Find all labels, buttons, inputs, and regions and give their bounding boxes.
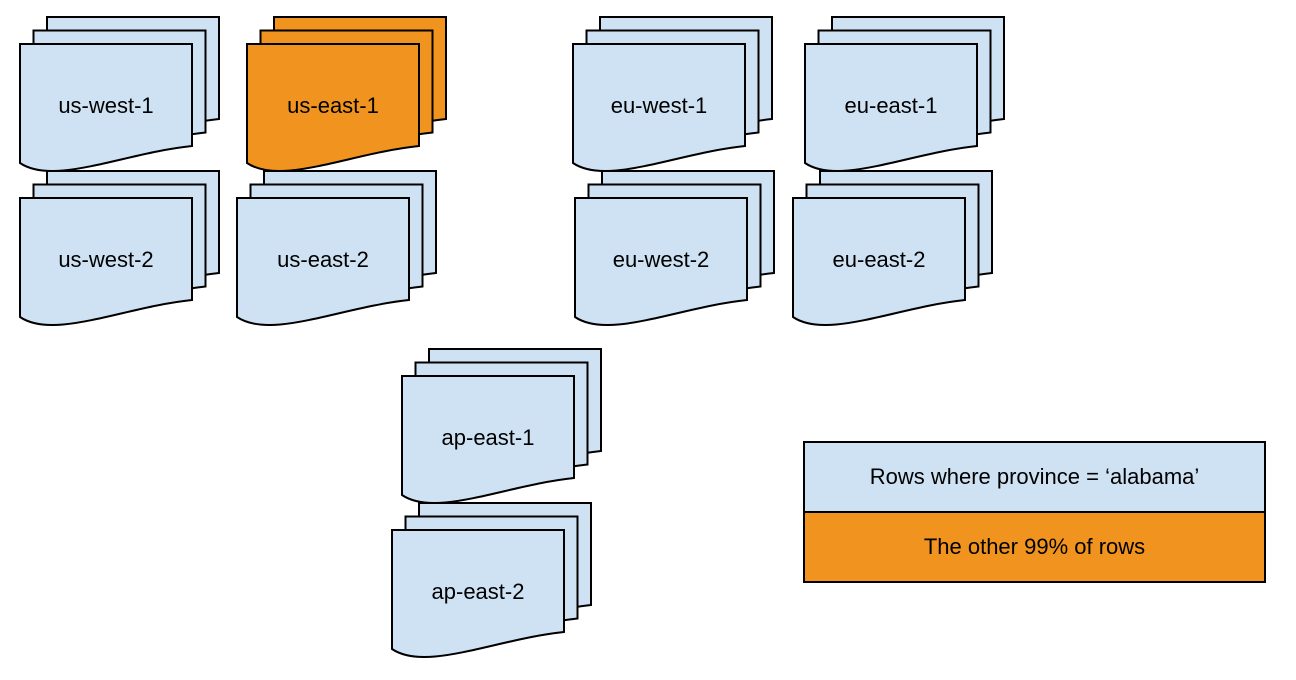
document-stack-icon: [804, 16, 1005, 172]
region-stack-us-east-2: us-east-2: [236, 170, 438, 326]
document-stack-icon: [574, 170, 775, 326]
region-stack-eu-east-2: eu-east-2: [792, 170, 994, 326]
region-label: us-east-1: [287, 93, 379, 118]
document-stack-icon: [401, 348, 602, 504]
region-stack-eu-east-1: eu-east-1: [804, 16, 1006, 172]
region-stack-eu-west-2: eu-west-2: [574, 170, 776, 326]
region-label: eu-west-1: [610, 93, 708, 118]
region-label: eu-east-1: [844, 93, 938, 118]
document-stack-icon: [391, 502, 592, 658]
region-label: us-west-2: [58, 247, 154, 272]
region-stack-eu-west-1: eu-west-1: [572, 16, 774, 172]
document-stack-icon: [246, 16, 447, 172]
document-stack-icon: [19, 16, 220, 172]
legend-item-alabama-rows: Rows where province = ‘alabama’: [805, 443, 1264, 511]
legend-label: The other 99% of rows: [923, 534, 1146, 559]
document-stack-icon: [792, 170, 993, 326]
region-label: ap-east-1: [441, 425, 535, 450]
document-stack-icon: [236, 170, 437, 326]
region-stack-ap-east-1: ap-east-1: [401, 348, 603, 504]
legend: Rows where province = ‘alabama’ The othe…: [803, 441, 1266, 583]
region-label: eu-east-2: [832, 247, 926, 272]
region-label: ap-east-2: [431, 579, 525, 604]
region-stack-ap-east-2: ap-east-2: [391, 502, 593, 658]
region-stack-us-west-2: us-west-2: [19, 170, 221, 326]
region-label: us-west-1: [58, 93, 154, 118]
region-stack-us-west-1: us-west-1: [19, 16, 221, 172]
legend-item-other-rows: The other 99% of rows: [805, 511, 1264, 581]
document-stack-icon: [572, 16, 773, 172]
region-label: eu-west-2: [612, 247, 710, 272]
region-label: us-east-2: [277, 247, 369, 272]
document-stack-icon: [19, 170, 220, 326]
region-stack-us-east-1: us-east-1: [246, 16, 448, 172]
legend-label: Rows where province = ‘alabama’: [869, 464, 1200, 489]
